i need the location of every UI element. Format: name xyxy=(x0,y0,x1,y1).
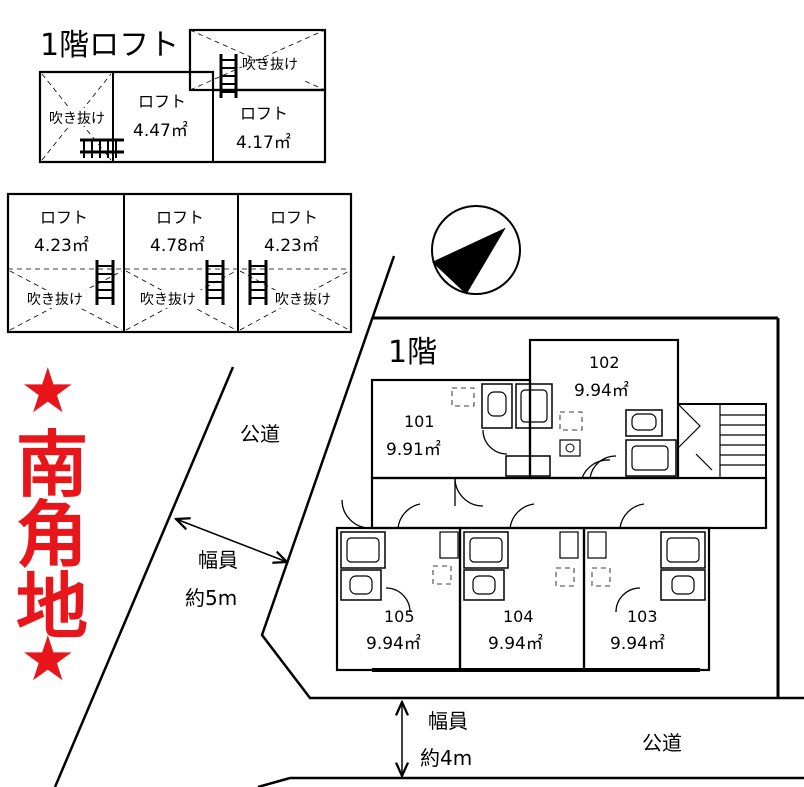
road-width-label: 幅員 xyxy=(428,709,468,733)
highlight-char: 地 xyxy=(16,565,88,649)
door-icon xyxy=(341,429,645,613)
width-arrow xyxy=(176,519,287,562)
site-boundary xyxy=(53,255,804,787)
star-icon: ★ xyxy=(20,354,76,427)
void-label: 吹き抜け xyxy=(275,292,331,308)
road-label: 公道 xyxy=(642,731,682,755)
unit-103: 103 9.94㎡ xyxy=(610,607,665,654)
north-arrow-icon xyxy=(431,205,521,295)
west-road: 公道 幅員 約5m xyxy=(176,422,287,610)
svg-text:ロフト: ロフト xyxy=(156,208,204,227)
road-width-label: 幅員 xyxy=(198,548,238,572)
svg-text:ロフト: ロフト xyxy=(270,208,318,227)
unit-number: 104 xyxy=(503,607,534,626)
ladder-icon xyxy=(80,138,124,158)
loft-cell: ロフト 4.23㎡ xyxy=(34,208,89,256)
svg-text:4.17㎡: 4.17㎡ xyxy=(236,133,291,153)
svg-text:4.78㎡: 4.78㎡ xyxy=(150,236,205,256)
unit-101: 101 9.91㎡ xyxy=(386,412,441,460)
storage-icon xyxy=(432,387,611,587)
unit-number: 103 xyxy=(627,607,658,626)
svg-text:吹き抜け: 吹き抜け xyxy=(49,111,105,127)
svg-text:4.23㎡: 4.23㎡ xyxy=(34,236,89,256)
loft-plan: 1階ロフト 吹き抜け 吹き抜け xyxy=(6,28,353,334)
road-label: 公道 xyxy=(240,422,280,446)
svg-text:ロフト: ロフト xyxy=(240,104,288,123)
road-width-value: 約4m xyxy=(420,746,472,770)
bath-fixture-icon xyxy=(481,383,677,477)
ladder-icon xyxy=(95,260,115,305)
loft-cell: ロフト 4.47㎡ xyxy=(133,92,188,141)
ladder-icon xyxy=(205,260,225,305)
void-label: 吹き抜け xyxy=(140,292,196,308)
floor-plan-title: 1階 xyxy=(388,335,437,370)
floor-plan: 1階 xyxy=(335,335,768,672)
loft-cell: ロフト 4.78㎡ xyxy=(150,208,205,256)
loft-cell: ロフト 4.17㎡ xyxy=(236,104,291,153)
highlight-char: 南 xyxy=(16,423,88,507)
unit-102: 102 9.94㎡ xyxy=(574,353,629,401)
unit-104: 104 9.94㎡ xyxy=(488,607,543,654)
bath-fixture-icon xyxy=(340,531,706,601)
unit-number: 101 xyxy=(404,412,435,431)
star-icon: ★ xyxy=(20,622,76,695)
unit-105: 105 9.94㎡ xyxy=(366,607,421,654)
void-label: 吹き抜け xyxy=(242,57,298,73)
svg-text:4.47㎡: 4.47㎡ xyxy=(133,121,188,141)
unit-area: 9.91㎡ xyxy=(386,440,441,460)
svg-text:ロフト: ロフト xyxy=(40,208,88,227)
staircase-icon xyxy=(677,403,766,478)
road-width-value: 約5m xyxy=(185,586,237,610)
loft-void-cell: 吹き抜け xyxy=(41,73,112,161)
ladder-icon xyxy=(248,260,268,305)
south-road: 公道 幅員 約4m xyxy=(402,702,682,776)
ladder-icon xyxy=(219,54,238,98)
unit-area: 9.94㎡ xyxy=(610,634,665,654)
unit-area: 9.94㎡ xyxy=(488,634,543,654)
loft-cell: ロフト 4.23㎡ xyxy=(264,208,319,256)
unit-number: 102 xyxy=(589,353,620,372)
loft-plan-title: 1階ロフト xyxy=(40,28,179,63)
void-label: 吹き抜け xyxy=(27,292,83,308)
highlight-char: 角 xyxy=(16,493,88,577)
svg-text:4.23㎡: 4.23㎡ xyxy=(264,236,319,256)
unit-number: 105 xyxy=(384,607,415,626)
unit-area: 9.94㎡ xyxy=(574,381,629,401)
corner-lot-highlight: ★ 南 角 地 ★ xyxy=(16,354,88,695)
unit-area: 9.94㎡ xyxy=(366,634,421,654)
svg-text:ロフト: ロフト xyxy=(138,92,186,111)
